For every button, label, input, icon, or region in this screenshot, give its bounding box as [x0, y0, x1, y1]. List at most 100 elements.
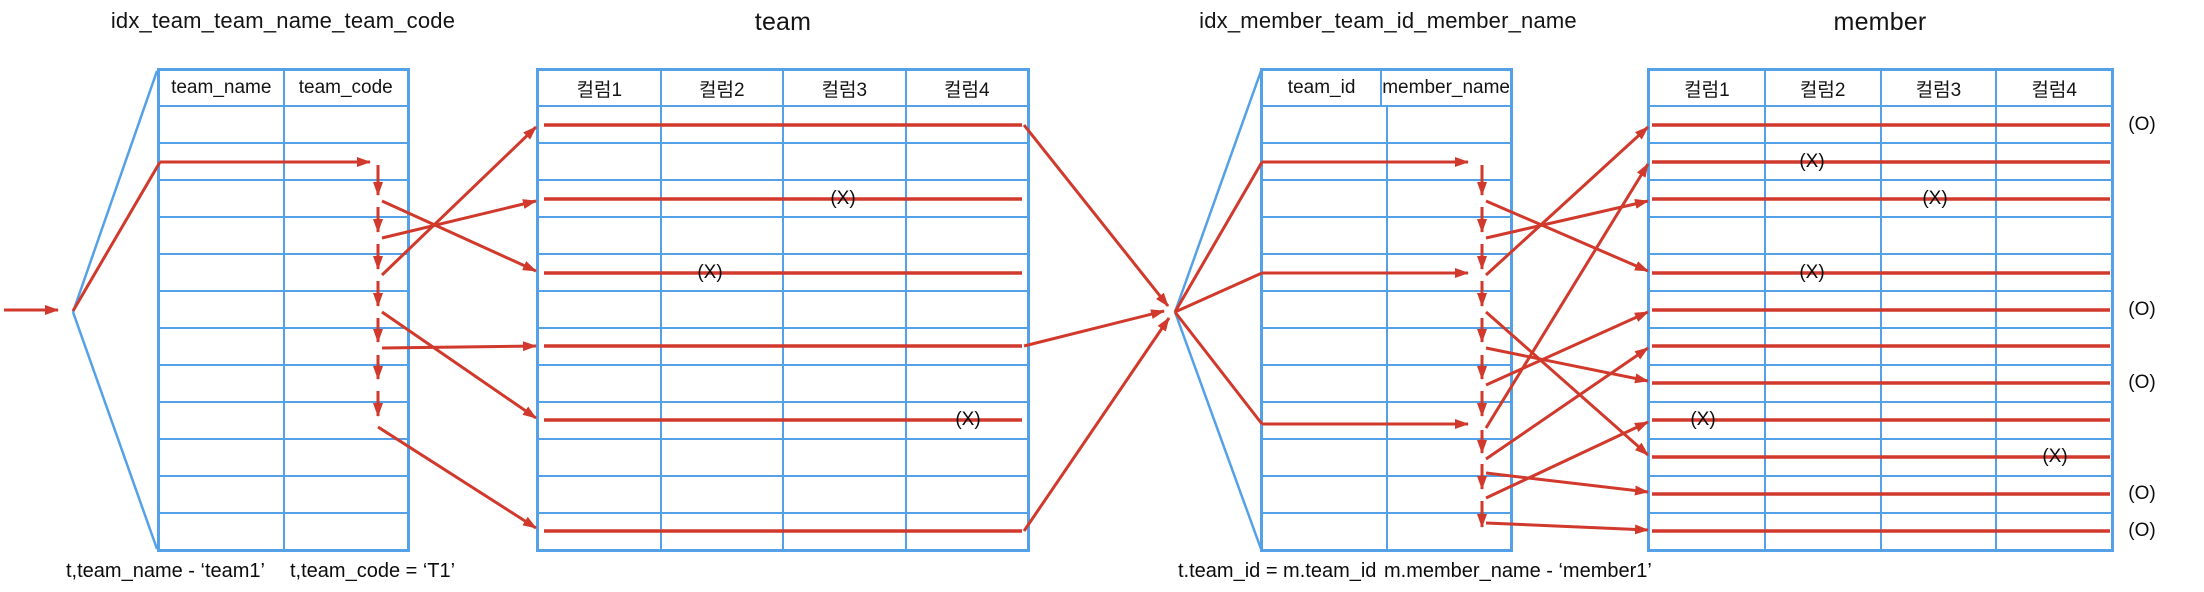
index-row — [1263, 401, 1510, 438]
index-row — [1263, 475, 1510, 512]
index-team-title: idx_team_team_name_team_code — [110, 8, 456, 33]
table-cell — [782, 477, 905, 512]
table-row — [1650, 142, 2111, 179]
table-cell — [160, 366, 283, 401]
table-row — [1650, 364, 2111, 401]
member-header-row: 컬럼1 컬럼2 컬럼3 컬럼4 — [1650, 71, 2111, 107]
table-cell — [1263, 218, 1386, 253]
table-cell — [1650, 181, 1764, 216]
index-row — [160, 179, 407, 216]
table-cell — [1385, 366, 1511, 401]
table-cell — [1995, 514, 2111, 549]
index-row — [160, 290, 407, 327]
index-row — [160, 438, 407, 475]
index-team-header-row: team_name team_code — [160, 71, 407, 107]
table-cell — [659, 329, 783, 364]
index-row — [1263, 438, 1510, 475]
table-cell — [282, 292, 408, 327]
table-cell — [904, 107, 1028, 142]
table-cell — [539, 514, 660, 549]
table-cell — [1385, 403, 1511, 438]
table-cell — [659, 292, 783, 327]
table-cell — [659, 107, 783, 142]
table-row — [539, 107, 1027, 142]
table-cell — [659, 440, 783, 475]
table-row — [539, 512, 1027, 549]
column-header: member_name — [1380, 71, 1510, 105]
table-cell — [1995, 255, 2111, 290]
table-row — [1650, 253, 2111, 290]
table-cell — [1650, 144, 1764, 179]
index-row — [1263, 179, 1510, 216]
table-cell — [1650, 329, 1764, 364]
table-row — [539, 364, 1027, 401]
table-cell — [1763, 107, 1880, 142]
table-cell — [282, 107, 408, 142]
team-name-condition: t,team_name - ‘team1’ — [66, 560, 265, 582]
index-member-header-row: team_id member_name — [1263, 71, 1510, 107]
table-row — [539, 438, 1027, 475]
table-cell — [539, 255, 660, 290]
table-cell — [1879, 477, 1996, 512]
table-cell — [1879, 255, 1996, 290]
table-cell — [1385, 107, 1511, 142]
table-cell — [904, 366, 1028, 401]
excluded-marker: (X) — [830, 188, 856, 209]
table-cell — [1763, 440, 1880, 475]
table-cell — [904, 181, 1028, 216]
table-cell — [1263, 477, 1386, 512]
index-row — [160, 327, 407, 364]
team-table: 컬럼1 컬럼2 컬럼3 컬럼4 — [536, 68, 1030, 552]
table-cell — [1763, 514, 1880, 549]
table-cell — [1263, 403, 1386, 438]
table-cell — [659, 477, 783, 512]
table-row — [1650, 216, 2111, 253]
table-cell — [1879, 107, 1996, 142]
table-cell — [160, 144, 283, 179]
table-cell — [1385, 329, 1511, 364]
table-cell — [1763, 403, 1880, 438]
member-table: 컬럼1 컬럼2 컬럼3 컬럼4 — [1647, 68, 2114, 552]
table-cell — [282, 514, 408, 549]
table-cell — [160, 477, 283, 512]
table-cell — [1385, 181, 1511, 216]
table-cell — [160, 292, 283, 327]
table-cell — [160, 440, 283, 475]
member-table-title: member — [1833, 8, 1927, 36]
table-cell — [160, 514, 283, 549]
table-cell — [282, 440, 408, 475]
table-cell — [782, 218, 905, 253]
table-row — [1650, 327, 2111, 364]
table-cell — [539, 329, 660, 364]
excluded-marker: (X) — [697, 262, 723, 283]
table-cell — [1879, 329, 1996, 364]
table-cell — [1995, 218, 2111, 253]
table-row — [1650, 401, 2111, 438]
column-header: 컬럼3 — [1879, 71, 1996, 105]
table-cell — [539, 144, 660, 179]
result-marker: (O) — [2128, 114, 2156, 135]
table-cell — [1995, 366, 2111, 401]
table-cell — [659, 181, 783, 216]
index-member-table: team_id member_name — [1260, 68, 1513, 552]
table-cell — [1650, 107, 1764, 142]
table-row — [1650, 512, 2111, 549]
result-marker: (O) — [2128, 372, 2156, 393]
index-row — [160, 475, 407, 512]
table-cell — [659, 366, 783, 401]
table-cell — [282, 366, 408, 401]
table-cell — [1263, 329, 1386, 364]
index-member-title: idx_member_team_id_member_name — [1199, 8, 1577, 33]
table-cell — [782, 107, 905, 142]
table-row — [1650, 179, 2111, 216]
table-cell — [782, 292, 905, 327]
table-row — [1650, 475, 2111, 512]
team-header-row: 컬럼1 컬럼2 컬럼3 컬럼4 — [539, 71, 1027, 107]
table-cell — [1263, 366, 1386, 401]
excluded-marker: (X) — [1922, 188, 1948, 209]
index-team-table: team_name team_code — [157, 68, 410, 552]
table-row — [539, 327, 1027, 364]
column-header: 컬럼4 — [904, 71, 1028, 105]
table-cell — [1995, 477, 2111, 512]
table-cell — [904, 477, 1028, 512]
